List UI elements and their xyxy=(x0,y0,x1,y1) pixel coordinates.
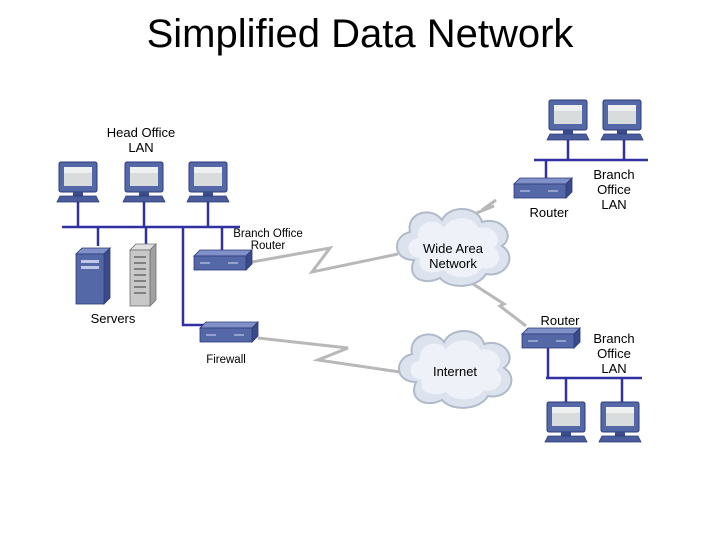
head-office-computer-icon xyxy=(186,161,230,203)
bottom-branch-computer-icon xyxy=(544,401,588,443)
wide-area-network-label-text: Wide Area Network xyxy=(423,241,483,271)
firewall-label: Firewall xyxy=(206,354,246,366)
top-branch-computer-icon xyxy=(600,99,644,141)
branch-office-router-icon xyxy=(193,249,253,271)
bottom-branch-office-lan-label: Branch Office LAN xyxy=(584,331,644,376)
top-router-label: Router xyxy=(529,205,569,220)
branch-office-router-label-text: Branch Office Router xyxy=(233,228,303,252)
head-office-computer-icon xyxy=(122,161,166,203)
wide-area-network-label: Wide Area Network xyxy=(410,241,496,271)
servers-label: Servers xyxy=(90,311,136,326)
server-tower-icon xyxy=(129,243,157,307)
bottom-branch-office-lan-label-text: Branch Office LAN xyxy=(593,331,635,376)
head-office-lan-bus xyxy=(62,202,240,327)
head-office-computer-icon xyxy=(56,161,100,203)
server-tower-icon xyxy=(75,247,111,305)
page-title: Simplified Data Network xyxy=(146,12,574,56)
top-branch-office-lan-label-text: Branch Office LAN xyxy=(593,167,635,212)
head-office-lan-label-text: Head Office LAN xyxy=(106,125,176,155)
top-branch-office-lan-label: Branch Office LAN xyxy=(584,167,644,212)
firewall-icon xyxy=(199,321,259,343)
head-office-lan-label: Head Office LAN xyxy=(96,125,186,155)
top-branch-computer-icon xyxy=(546,99,590,141)
top-branch-router-icon xyxy=(513,177,573,199)
bottom-branch-router-icon xyxy=(521,327,581,349)
branch-office-router-label: Branch Office Router xyxy=(222,228,314,252)
wan-links xyxy=(251,198,527,374)
bottom-branch-computer-icon xyxy=(598,401,642,443)
bottom-branch-lan-bus xyxy=(546,348,642,402)
bottom-router-label: Router xyxy=(540,313,580,328)
internet-label: Internet xyxy=(432,364,478,379)
